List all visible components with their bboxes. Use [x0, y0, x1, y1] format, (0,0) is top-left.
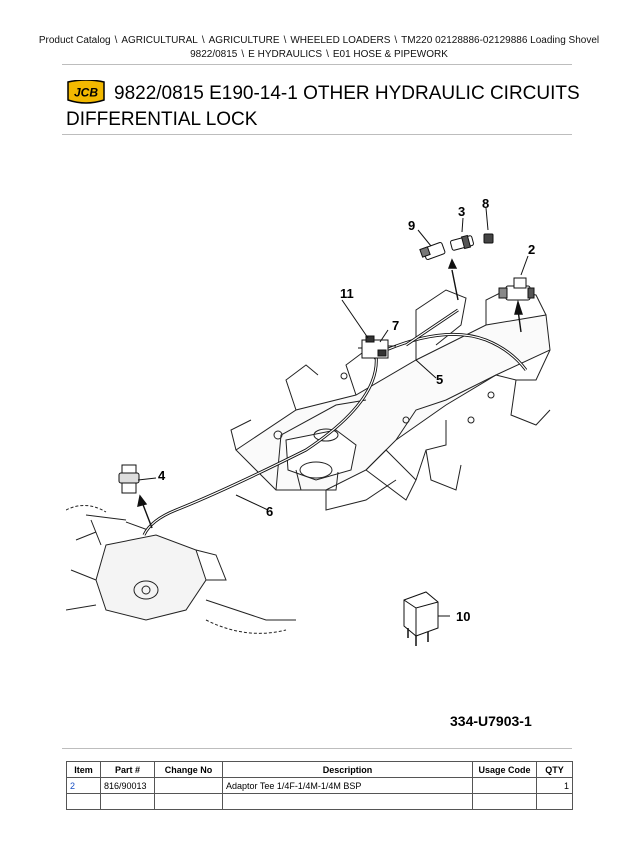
callout-3: 3	[458, 204, 465, 219]
table-header-row: Item Part # Change No Description Usage …	[66, 761, 573, 778]
exploded-parts-diagram: 3 8 9 2 11 7 5 4 6 10 334-U7903-1	[66, 196, 551, 729]
chassis-frame	[230, 289, 551, 511]
callout-5: 5	[436, 372, 443, 387]
callout-4: 4	[158, 468, 166, 483]
col-header-item: Item	[66, 761, 101, 778]
col-header-qty: QTY	[536, 761, 573, 778]
diagram-divider	[62, 748, 572, 749]
breadcrumb-product-catalog[interactable]: Product Catalog	[38, 35, 111, 46]
cell-qty: 1	[536, 777, 573, 794]
item-9-fitting	[419, 242, 446, 260]
leader-lines	[137, 207, 529, 617]
col-header-part: Part #	[100, 761, 155, 778]
item-10-relay	[403, 591, 439, 646]
col-header-description: Description	[222, 761, 473, 778]
table-row: 2 816/90013 Adaptor Tee 1/4F-1/4M-1/4M B…	[66, 777, 573, 794]
valve-block	[358, 335, 396, 359]
item-8-cap	[483, 233, 494, 244]
callout-11: 11	[340, 286, 354, 301]
breadcrumb: Product Catalog\AGRICULTURAL\AGRICULTURE…	[38, 35, 600, 60]
callout-6: 6	[266, 504, 273, 519]
axle-housing	[66, 505, 296, 634]
breadcrumb-agricultural[interactable]: AGRICULTURAL	[121, 35, 198, 46]
table-row-empty	[66, 793, 573, 810]
breadcrumb-wheeled-loaders[interactable]: WHEELED LOADERS	[290, 35, 391, 46]
figure-code: 334-U7903-1	[450, 713, 532, 729]
callout-10: 10	[456, 609, 470, 624]
page-title: 9822/0815 E190-14-1 OTHER HYDRAULIC CIRC…	[114, 83, 580, 104]
breadcrumb-hose-pipework: E01 HOSE & PIPEWORK	[332, 49, 448, 60]
breadcrumb-manual[interactable]: 9822/0815	[190, 49, 238, 60]
axle-mount	[285, 428, 357, 491]
cell-change-no	[154, 777, 223, 794]
cell-item[interactable]: 2	[66, 777, 101, 794]
header-divider	[62, 64, 572, 65]
parts-table: Item Part # Change No Description Usage …	[66, 761, 573, 810]
page-subtitle: DIFFERENTIAL LOCK	[66, 109, 258, 130]
logo-text: JCB	[74, 86, 98, 100]
callout-2: 2	[528, 242, 535, 257]
cell-description: Adaptor Tee 1/4F-1/4M-1/4M BSP	[222, 777, 473, 794]
item-4-adaptor	[118, 464, 140, 494]
title-divider	[62, 134, 572, 135]
col-header-usage: Usage Code	[472, 761, 537, 778]
cell-part-number: 816/90013	[100, 777, 155, 794]
callout-7: 7	[392, 318, 399, 333]
cell-usage-code	[472, 777, 537, 794]
breadcrumb-agriculture[interactable]: AGRICULTURE	[208, 35, 280, 46]
breadcrumb-model[interactable]: TM220 02128886-02129886 Loading Shovel	[401, 35, 600, 46]
breadcrumb-hydraulics[interactable]: E HYDRAULICS	[248, 49, 323, 60]
exploded-arrows	[137, 258, 523, 529]
col-header-change: Change No	[154, 761, 223, 778]
item-2-tee	[498, 277, 535, 301]
callout-8: 8	[482, 196, 489, 211]
item-3-fitting	[450, 234, 474, 251]
callout-9: 9	[408, 218, 415, 233]
jcb-logo: JCB	[67, 80, 105, 104]
